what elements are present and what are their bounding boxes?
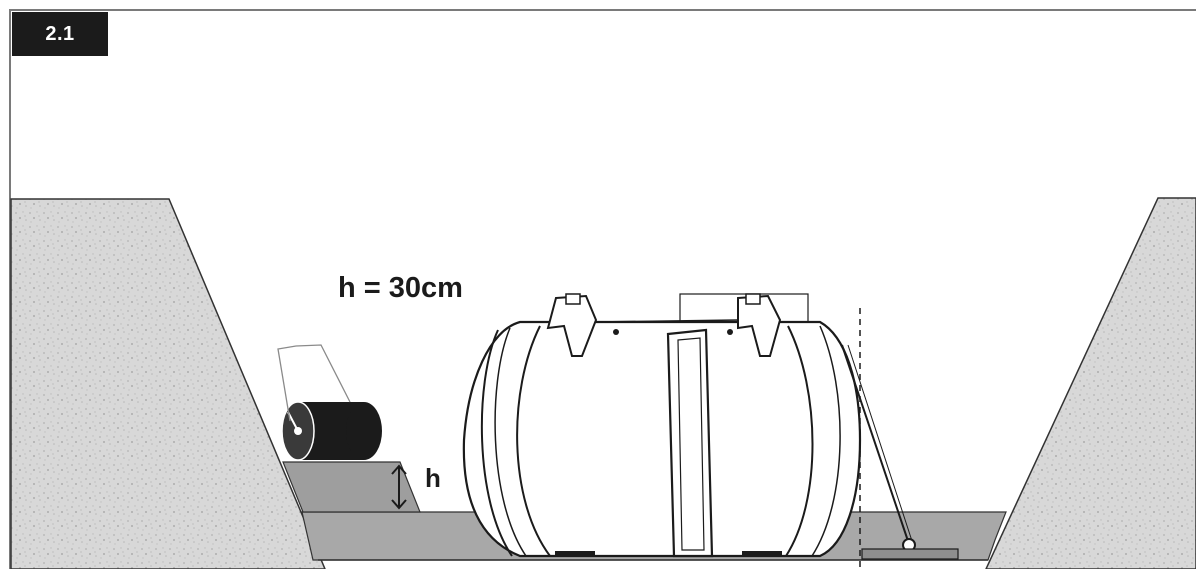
height-label: h [425, 463, 441, 493]
roller-handle [277, 344, 351, 422]
tank [462, 293, 862, 558]
anchor-base-plate [861, 548, 959, 560]
height-formula-label: h = 30cm [338, 272, 463, 304]
compaction-layer [282, 461, 421, 513]
height-dimension-arrow [391, 464, 407, 510]
tank-center-band [666, 328, 714, 558]
left-soil-wall [10, 198, 326, 569]
step-number-badge: 2.1 [12, 12, 108, 56]
left-lifting-lug [546, 294, 598, 357]
right-lifting-lug [737, 294, 782, 357]
anchor-strap [841, 344, 959, 560]
roller-compactor [277, 344, 382, 461]
right-soil-wall [985, 197, 1196, 569]
diagram-frame [9, 9, 1196, 569]
